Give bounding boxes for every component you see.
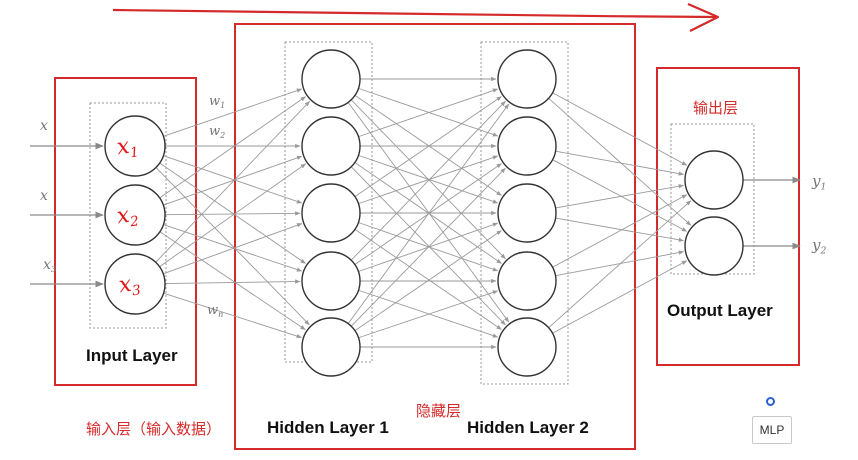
edge-hidden2-2-to-output-2 [552,159,688,232]
edge-hidden1-2-to-hidden2-5 [350,166,506,326]
hidden-layer-note: 隐藏层 [416,402,462,420]
node-hidden2-3 [497,183,557,243]
input-layer-red-box [54,77,197,386]
edge-hidden1-1-to-hidden2-5 [347,102,510,323]
edge-input-2-to-hidden1-4 [163,224,303,272]
node-output-1 [684,150,744,210]
edge-hidden2-4-to-output-2 [555,250,685,277]
output-label-y2: y2 [812,236,827,257]
edge-hidden1-2-to-hidden2-3 [358,154,499,204]
weight-label-w1: w1 [209,94,226,110]
edge-hidden1-5-to-hidden2-3 [354,230,502,332]
edge-input-2-to-hidden1-1 [159,96,306,199]
node-hidden1-1 [301,49,361,109]
handwritten-x1: x1 [115,133,140,162]
node-input-1 [104,115,166,177]
edge-hidden1-4-to-hidden2-5 [358,289,499,338]
edge-input-2-to-hidden1-5 [159,231,306,331]
edge-hidden1-3-to-hidden2-4 [358,222,499,272]
edge-hidden1-3-to-hidden2-1 [354,96,502,198]
node-hidden2-1 [497,49,557,109]
hidden-layers-red-box [234,23,636,450]
edge-hidden1-1-to-hidden2-3 [354,94,502,196]
node-input-3 [104,253,166,315]
edge-hidden1-4-to-hidden2-1 [350,100,506,261]
input-label-1: x [40,118,48,134]
edge-hidden2-3-to-output-2 [555,217,685,242]
node-hidden2-2 [497,116,557,176]
edge-input-1-to-hidden1-1 [163,88,303,137]
edge-input-1-to-hidden1-5 [155,167,310,326]
output-layer-title: Output Layer [667,301,773,320]
hidden-layer-2-title: Hidden Layer 2 [467,418,589,437]
node-hidden2-5 [497,317,557,377]
edge-hidden1-5-to-hidden2-2 [350,167,506,327]
edge-hidden1-2-to-hidden2-1 [358,88,499,138]
input-layer-title: Input Layer [86,346,178,365]
edge-hidden1-3-to-hidden2-5 [354,228,502,330]
edge-input-2-to-hidden1-3 [164,211,301,216]
edge-input-1-to-hidden1-4 [159,162,306,264]
input-label-3: x3 [43,257,57,276]
edge-input-3-to-hidden1-1 [155,101,310,263]
neuron-nodes [104,49,744,377]
edge-hidden2-4-to-output-1 [552,194,688,268]
edge-input-1-to-hidden1-3 [163,155,303,204]
connection-edges [30,76,801,350]
edge-hidden1-5-to-hidden2-1 [347,103,510,324]
output-label-y1: y1 [812,172,827,193]
edge-hidden1-5-to-hidden2-4 [358,290,499,339]
edge-input-2-to-hidden1-2 [163,155,303,206]
input-label-2: x [40,188,48,204]
edge-input-3-to-hidden1-5 [163,292,303,339]
weight-label-w2: w2 [209,124,226,140]
edge-input-3-to-hidden1-4 [164,279,301,284]
edge-hidden2-5-to-output-1 [548,200,692,329]
hidden-layer-2-dashed-box [480,41,569,385]
output-layer-red-box [656,67,800,366]
edge-hidden2-1-to-output-2 [548,97,692,226]
mlp-badge-label: MLP [759,423,785,437]
node-hidden1-2 [301,116,361,176]
hidden-layer-1-title: Hidden Layer 1 [267,418,389,437]
edge-input-3-to-hidden1-2 [159,163,307,268]
node-hidden2-4 [497,251,557,311]
output-layer-dashed-box [670,123,755,275]
output-layer-note: 输出层 [693,99,739,117]
edge-hidden1-1-to-hidden2-2 [358,87,499,137]
mlp-badge-button[interactable]: MLP [752,416,792,444]
top-red-arrowhead [687,2,720,32]
edge-hidden2-2-to-output-1 [555,150,685,176]
node-input-2 [104,184,166,246]
node-output-2 [684,216,744,276]
input-layer-note: 输入层（输入数据） [86,420,222,438]
edge-hidden1-3-to-hidden2-2 [358,155,499,205]
node-hidden1-4 [301,251,361,311]
node-hidden1-5 [301,317,361,377]
edge-input-3-to-hidden1-3 [163,223,303,275]
node-hidden1-3 [301,183,361,243]
hidden-layer-1-dashed-box [284,41,373,363]
weight-label-wn: wn [207,303,224,319]
handwritten-x3: x3 [117,271,142,300]
edge-hidden2-1-to-output-1 [552,92,688,166]
badge-indicator-icon [766,397,775,406]
handwritten-x2: x2 [115,202,140,231]
edge-hidden2-5-to-output-2 [552,260,688,334]
edge-hidden2-3-to-output-1 [555,184,685,209]
top-red-arrow [112,8,717,19]
